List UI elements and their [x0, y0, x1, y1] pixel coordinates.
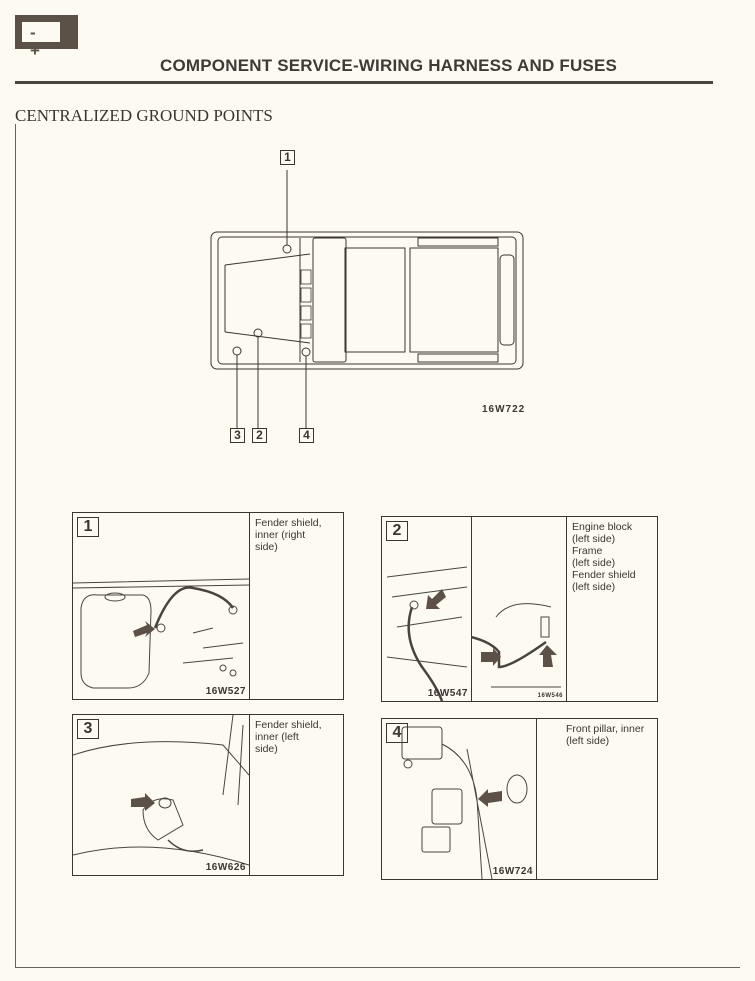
figure-code: 16W724 — [492, 866, 533, 877]
panel-number: 4 — [386, 723, 408, 743]
callout-4: 4 — [299, 428, 314, 443]
figure-code: 16W722 — [482, 404, 526, 415]
panel-illustration: 16W547 2 — [382, 517, 472, 701]
figure-code: 16W547 — [427, 688, 468, 699]
ground-point-panel-2: 16W547 2 16W546 Engine block (left side)… — [381, 516, 658, 702]
panel-illustration: 16W724 4 — [382, 719, 537, 879]
panel-number: 2 — [386, 521, 408, 541]
ground-point-panel-1: 16W527 1 Fender shield, inner (right sid… — [72, 512, 344, 700]
battery-icon: - + — [15, 15, 78, 60]
figure-code: 16W546 — [537, 693, 563, 699]
callout-2: 2 — [252, 428, 267, 443]
panel-description: Front pillar, inner (left side) — [566, 723, 645, 747]
panel-illustration: 16W527 1 — [73, 513, 250, 699]
page-header-title: COMPONENT SERVICE-WIRING HARNESS AND FUS… — [160, 56, 618, 75]
panel-illustration: 16W546 — [471, 517, 567, 701]
callout-3: 3 — [230, 428, 245, 443]
ground-point-panel-3: 16W626 3 Fender shield, inner (left side… — [72, 714, 344, 876]
panel-number: 1 — [77, 517, 99, 537]
ground-point-panel-4: 16W724 4 Front pillar, inner (left side) — [381, 718, 658, 880]
callout-1: 1 — [280, 150, 295, 165]
panel-description: Fender shield, inner (left side) — [255, 719, 322, 755]
section-title: CENTRALIZED GROUND POINTS — [15, 106, 273, 125]
figure-code: 16W626 — [205, 862, 246, 873]
vehicle-top-view-diagram: 1 2 3 4 16W722 — [200, 140, 550, 460]
panel-description: Fender shield, inner (right side) — [255, 517, 322, 553]
left-margin-rule — [15, 124, 16, 968]
panel-description: Engine block (left side) Frame (left sid… — [572, 521, 636, 593]
figure-code: 16W527 — [205, 686, 246, 697]
bottom-divider — [15, 967, 740, 968]
panel-illustration: 16W626 3 — [73, 715, 250, 875]
header-divider — [15, 81, 713, 84]
panel-number: 3 — [77, 719, 99, 739]
